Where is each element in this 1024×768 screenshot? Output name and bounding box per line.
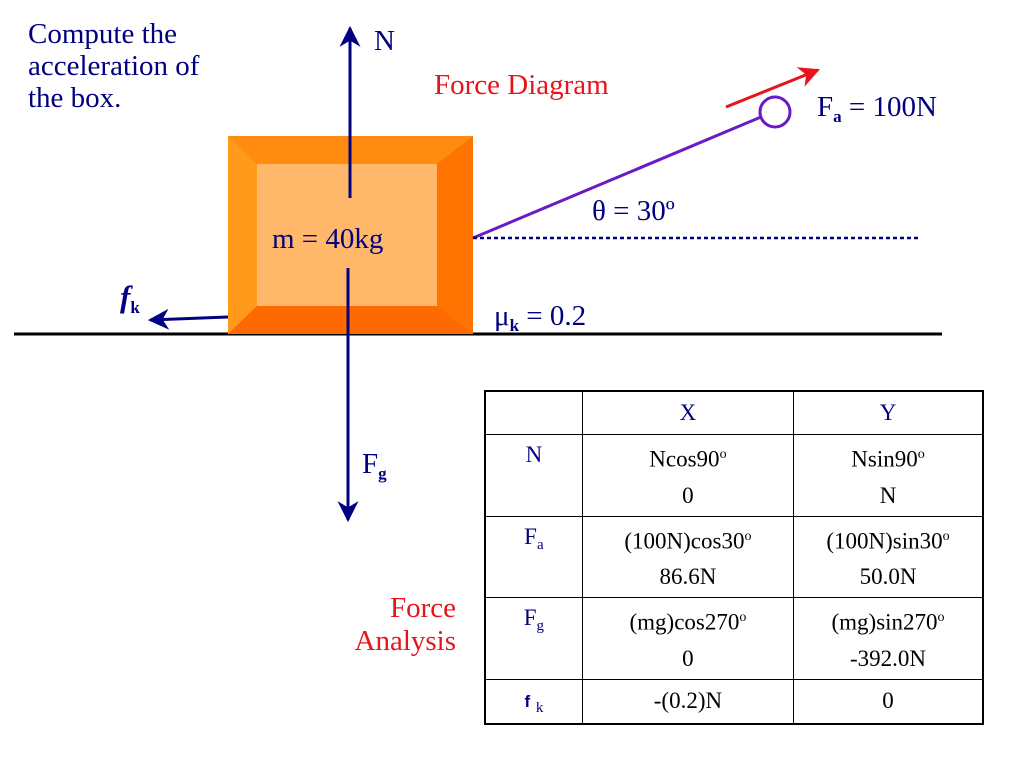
y-component-cell: (mg)sin270o -392.0N xyxy=(793,597,984,680)
y-value: N xyxy=(879,482,897,508)
x-component-cell: Ncos90o 0 xyxy=(581,434,795,517)
degree-superscript: o xyxy=(937,610,945,626)
x-expression: Ncos90 xyxy=(649,446,720,472)
problem-line: acceleration of xyxy=(28,50,200,82)
degree-superscript: o xyxy=(739,610,747,626)
friction-subscript: k xyxy=(130,298,140,317)
analysis-title-line: Analysis xyxy=(354,625,457,657)
force-symbol: f xyxy=(524,691,531,711)
table-row-applied: Fa (100N)cos30o 86.6N (100N)sin30o 50.0N xyxy=(484,515,984,599)
mass-label: m = 40kg xyxy=(272,223,384,255)
y-expression: Nsin90 xyxy=(851,446,918,472)
force-subscript: k xyxy=(535,699,544,716)
y-value: 0 xyxy=(793,678,984,725)
table-header-cell xyxy=(484,390,583,435)
gravity-symbol: F xyxy=(362,448,379,480)
force-symbol: N xyxy=(525,442,543,467)
applied-force-symbol: F xyxy=(817,91,834,123)
force-subscript: g xyxy=(536,618,545,635)
force-diagram-title: Force Diagram xyxy=(434,69,609,101)
angle-label: θ = 30º xyxy=(592,195,675,227)
force-symbol: F xyxy=(524,523,537,549)
table-header-y: Y xyxy=(793,390,984,435)
table-row-gravity: Fg (mg)cos270o 0 (mg)sin270o -392.0N xyxy=(484,597,984,680)
mu-symbol: μ xyxy=(494,300,510,332)
x-expression: (mg)cos270 xyxy=(629,609,740,635)
problem-statement: Compute the acceleration of the box. xyxy=(28,18,268,114)
analysis-title-line: Force xyxy=(389,592,456,624)
degree-superscript: o xyxy=(744,528,752,544)
y-component-cell: (100N)sin30o 50.0N xyxy=(793,515,984,599)
applied-force-value: = 100N xyxy=(841,91,937,123)
force-subscript: a xyxy=(536,536,544,553)
y-expression: (100N)sin30 xyxy=(826,528,943,554)
applied-force-subscript: a xyxy=(833,107,842,126)
friction-coefficient-label: μk = 0.2 xyxy=(494,300,587,335)
friction-symbol: f xyxy=(120,279,131,314)
gravity-force-label: Fg xyxy=(362,448,387,483)
pull-ring xyxy=(758,95,792,129)
problem-line: Compute the xyxy=(28,18,178,50)
force-analysis-table: X Y N Ncos90o 0 Nsin90o N Fa (100N)cos30… xyxy=(484,390,984,725)
y-value: 50.0N xyxy=(859,564,917,590)
degree-superscript: o xyxy=(942,528,950,544)
row-force-name: Fg xyxy=(484,597,583,680)
friction-force-arrow xyxy=(147,308,229,330)
x-value: 0 xyxy=(682,645,694,671)
friction-force-label: fk xyxy=(120,279,140,317)
mu-value: = 0.2 xyxy=(519,300,587,332)
x-value: 0 xyxy=(682,482,694,508)
mu-subscript: k xyxy=(509,316,520,335)
degree-superscript: o xyxy=(719,447,727,462)
applied-force-arrow xyxy=(725,67,820,109)
row-force-name: N xyxy=(484,434,583,517)
normal-force-label: N xyxy=(374,25,395,57)
degree-superscript: o xyxy=(917,447,925,462)
y-expression: (mg)sin270 xyxy=(831,609,938,635)
rope-line xyxy=(472,115,762,240)
x-component-cell: (100N)cos30o 86.6N xyxy=(581,515,795,599)
x-component-cell: (mg)cos270o 0 xyxy=(581,597,795,680)
table-header-row: X Y xyxy=(484,390,984,435)
x-expression: (100N)cos30 xyxy=(624,528,745,554)
row-force-name: f k xyxy=(484,678,583,725)
x-value: 86.6N xyxy=(659,564,717,590)
y-component-cell: Nsin90o N xyxy=(793,434,984,517)
table-row-friction: f k -(0.2)N 0 xyxy=(484,678,984,725)
table-header-x: X xyxy=(581,390,795,435)
applied-force-label: Fa = 100N xyxy=(817,91,937,126)
row-force-name: Fa xyxy=(484,515,583,599)
table-row-normal: N Ncos90o 0 Nsin90o N xyxy=(484,434,984,517)
force-symbol: F xyxy=(523,605,537,631)
y-value: -392.0N xyxy=(850,645,927,671)
gravity-subscript: g xyxy=(378,464,387,483)
x-value: -(0.2)N xyxy=(581,678,795,725)
force-analysis-title: Force Analysis xyxy=(330,592,457,658)
problem-line: the box. xyxy=(28,82,122,114)
